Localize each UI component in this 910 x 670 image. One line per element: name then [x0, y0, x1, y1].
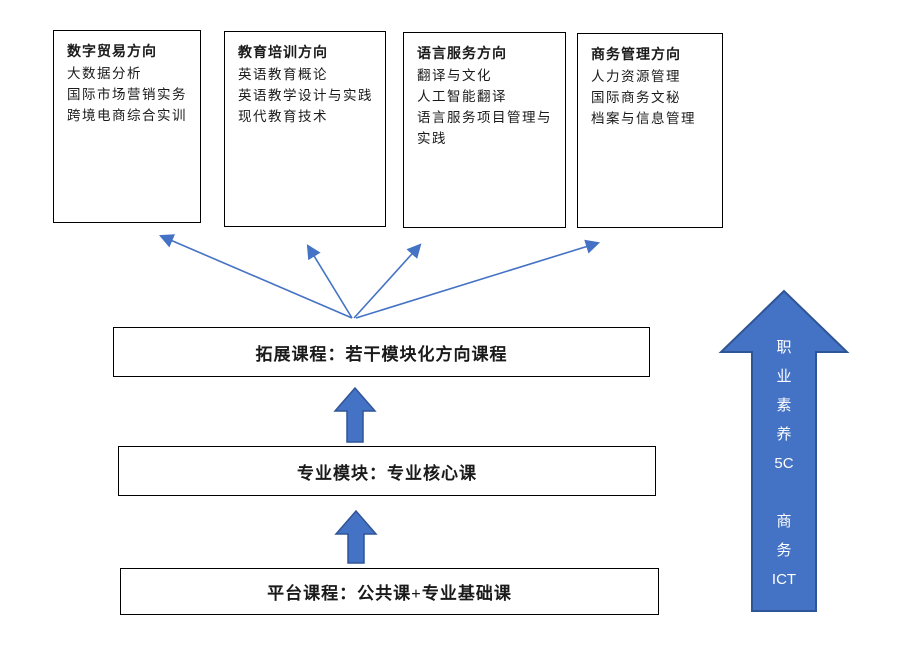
- up-block-arrow-icon: [334, 509, 378, 564]
- direction-box-business-management: 商务管理方向 人力资源管理 国际商务文秘 档案与信息管理: [577, 33, 723, 228]
- course-item: 英语教育概论: [238, 67, 328, 82]
- course-item: 跨境电商综合实训: [67, 108, 187, 123]
- course-item: 档案与信息管理: [591, 111, 696, 126]
- connector-arrow-icon: [355, 239, 601, 319]
- course-item: 人工智能翻译: [417, 89, 507, 104]
- up-block-arrow-icon: [333, 386, 377, 443]
- side-arrow-label-line: 职: [776, 339, 792, 356]
- course-item: 英语教学设计与实践: [238, 88, 373, 103]
- side-arrow-label-line: 素: [776, 397, 792, 414]
- side-arrow-label-line: 务: [776, 542, 792, 559]
- side-arrow-label-line: [752, 478, 816, 507]
- level-box-expansion-courses: 拓展课程：若干模块化方向课程: [113, 327, 650, 377]
- direction-box-language-services: 语言服务方向 翻译与文化 人工智能翻译 语言服务项目管理与实践: [403, 32, 566, 228]
- level-box-platform-courses: 平台课程：公共课+专业基础课: [120, 568, 659, 615]
- direction-box-title: 教育培训方向: [238, 46, 328, 61]
- level-label: 拓展课程：若干模块化方向课程: [255, 344, 508, 364]
- side-arrow-label-line: 养: [776, 426, 792, 443]
- side-arrow-label-line: 业: [776, 368, 792, 385]
- connector-arrow-icon: [353, 243, 422, 319]
- course-item: 大数据分析: [67, 66, 142, 81]
- side-arrow-label-line: 5C: [774, 455, 794, 472]
- connector-arrow-icon: [159, 234, 353, 319]
- direction-box-education-training: 教育培训方向 英语教育概论 英语教学设计与实践 现代教育技术: [224, 31, 386, 227]
- level-box-major-module: 专业模块：专业核心课: [118, 446, 656, 496]
- course-item: 国际市场营销实务: [67, 87, 187, 102]
- level-label: 专业模块：专业核心课: [297, 463, 477, 483]
- course-item: 国际商务文秘: [591, 90, 681, 105]
- direction-box-title: 语言服务方向: [417, 47, 507, 62]
- direction-box-title: 商务管理方向: [591, 48, 681, 63]
- side-arrow-label-line: ICT: [771, 571, 797, 588]
- direction-box-title: 数字贸易方向: [67, 45, 157, 60]
- direction-box-digital-trade: 数字贸易方向 大数据分析 国际市场营销实务 跨境电商综合实训: [53, 30, 201, 223]
- level-label: 平台课程：公共课+专业基础课: [267, 584, 512, 603]
- side-arrow-label-line: 商: [776, 513, 792, 530]
- course-item: 翻译与文化: [417, 68, 492, 83]
- course-item: 现代教育技术: [238, 109, 328, 124]
- side-arrow-label: 职 业 素 养 5C 商 务 ICT: [752, 333, 816, 594]
- course-item: 人力资源管理: [591, 69, 681, 84]
- course-item: 语言服务项目管理与实践: [417, 110, 552, 146]
- connector-arrow-icon: [306, 244, 353, 319]
